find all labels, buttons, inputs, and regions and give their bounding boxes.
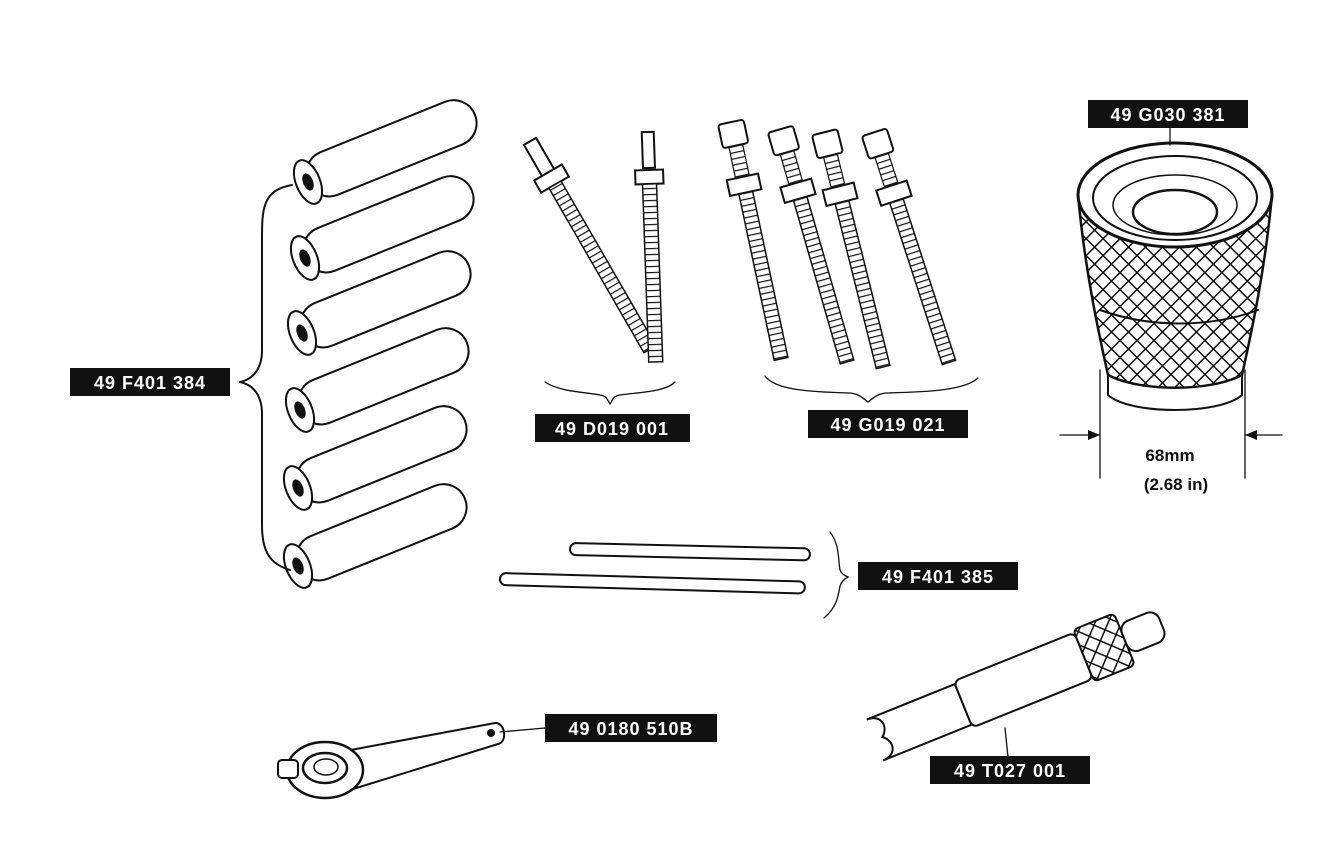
roller-2	[289, 175, 475, 281]
driver-tool	[866, 611, 1166, 762]
roller-5	[282, 405, 468, 511]
tag-rods-text: 49 F401 385	[882, 567, 994, 587]
dimension-imperial: (2.68 in)	[1144, 475, 1208, 494]
tag-cup-tool-text: 49 G030 381	[1110, 105, 1225, 125]
roller-3	[286, 250, 472, 356]
ring-wrench	[277, 722, 546, 800]
pin-2	[634, 130, 665, 363]
tag-driver: 49 T027 001	[930, 756, 1090, 784]
rod-brace	[823, 531, 850, 619]
cup-dimension: 68mm (2.68 in)	[1059, 369, 1283, 494]
rod-1	[568, 542, 811, 562]
driver-body	[954, 633, 1093, 727]
tag-wrench: 49 0180 510B	[545, 714, 717, 742]
pin-1	[522, 136, 658, 354]
bolt-4	[861, 128, 957, 366]
tag-roller-set: 49 F401 384	[70, 368, 230, 396]
roller-1	[292, 99, 478, 205]
tag-cup-tool: 49 G030 381	[1088, 100, 1248, 128]
driver-forked-tip	[866, 682, 973, 762]
wrench-handle	[338, 722, 506, 792]
roller-set	[239, 99, 478, 589]
bolt-1	[717, 118, 789, 362]
cup-tool-knurled-body	[1076, 193, 1274, 389]
rod-2	[498, 572, 806, 595]
roller-6	[282, 483, 468, 589]
roller-brace	[239, 184, 293, 571]
pin-brace	[544, 381, 676, 405]
rod-pair	[498, 531, 850, 619]
tag-bolt-set: 49 G019 021	[808, 410, 968, 438]
roller-4	[284, 327, 470, 433]
tag-pin-pair: 49 D019 001	[535, 414, 690, 442]
bolt-3	[811, 128, 891, 370]
bolt-brace	[764, 375, 979, 403]
tag-rods: 49 F401 385	[858, 562, 1018, 590]
pin-pair	[522, 130, 676, 405]
bolt-2	[767, 125, 855, 365]
tag-driver-text: 49 T027 001	[954, 761, 1066, 781]
wrench-knob	[277, 759, 299, 779]
bolt-set	[717, 118, 979, 403]
dimension-metric: 68mm	[1145, 446, 1194, 465]
tag-roller-set-text: 49 F401 384	[94, 373, 206, 393]
tag-pin-pair-text: 49 D019 001	[555, 419, 669, 439]
driver-end	[1120, 611, 1166, 653]
tag-bolt-set-text: 49 G019 021	[830, 415, 945, 435]
cup-tool: 68mm (2.68 in)	[1059, 125, 1283, 494]
tag-wrench-text: 49 0180 510B	[568, 719, 693, 739]
